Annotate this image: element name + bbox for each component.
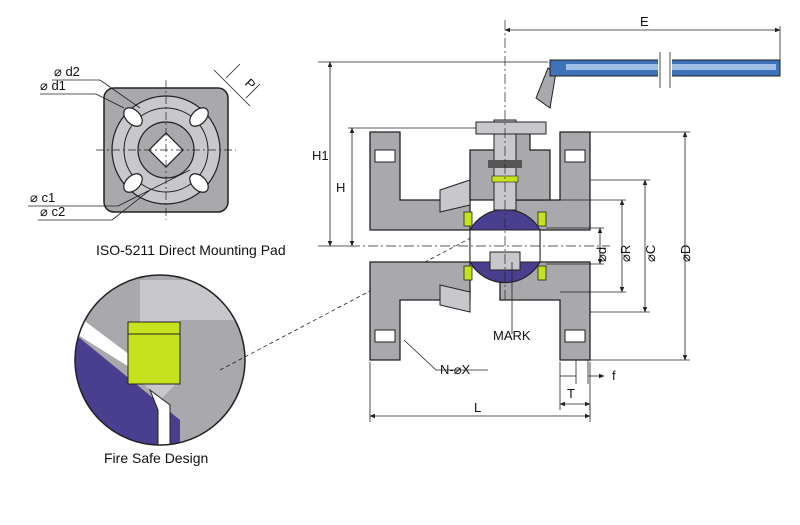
bolt-hole-label: N-⌀X: [440, 362, 471, 377]
d2-label: ⌀ d2: [54, 64, 80, 79]
detail-circle-border: [74, 274, 246, 446]
dim-e: E: [640, 14, 649, 29]
dim-h1: H1: [312, 148, 329, 163]
p-label: P: [242, 76, 259, 93]
dim-c: ⌀C: [643, 245, 658, 262]
mounting-pad-caption: ISO-5211 Direct Mounting Pad: [96, 242, 286, 258]
bolt-slot-tr: [189, 107, 209, 127]
bolt-hole-rt: [564, 149, 586, 163]
handle-break: [658, 50, 672, 88]
left-flange-top: [369, 131, 471, 231]
bolt-hole-rb: [564, 329, 586, 343]
seat-left-top: [463, 211, 473, 227]
bolt-slot-br: [189, 173, 209, 193]
c2-label: ⌀ c2: [40, 204, 65, 219]
dim-r: ⌀R: [618, 245, 633, 262]
dimension-lines: [318, 26, 781, 422]
dim-h: H: [336, 180, 345, 195]
mounting-pad-view: P ⌀ d2 ⌀ d1 ⌀ c1 ⌀ c2: [28, 63, 261, 221]
seat-right-top: [537, 211, 547, 227]
mark-label: MARK: [493, 328, 531, 343]
bolt-hole-lt: [374, 149, 396, 163]
fire-safe-caption: Fire Safe Design: [104, 450, 209, 466]
stop-plate: [475, 121, 547, 135]
bolt-slot-bl: [123, 173, 143, 193]
valve-section-view: [350, 20, 781, 361]
p-dim-line: [213, 69, 251, 107]
dim-t: T: [567, 386, 575, 401]
bolt-hole-lb: [374, 329, 396, 343]
c1-label: ⌀ c1: [30, 190, 55, 205]
dim-f: f: [612, 368, 616, 383]
d1-label: ⌀ d1: [40, 78, 66, 93]
seat-right-bottom: [537, 265, 547, 281]
seat-left-bottom: [463, 265, 473, 281]
bolt-slot-tl: [123, 107, 143, 127]
left-flange-bottom: [369, 261, 471, 361]
dim-d-outer: ⌀D: [678, 245, 693, 262]
green-seal-ring: [127, 321, 181, 385]
dim-l: L: [474, 400, 481, 415]
dim-d: ⌀d: [594, 247, 609, 262]
